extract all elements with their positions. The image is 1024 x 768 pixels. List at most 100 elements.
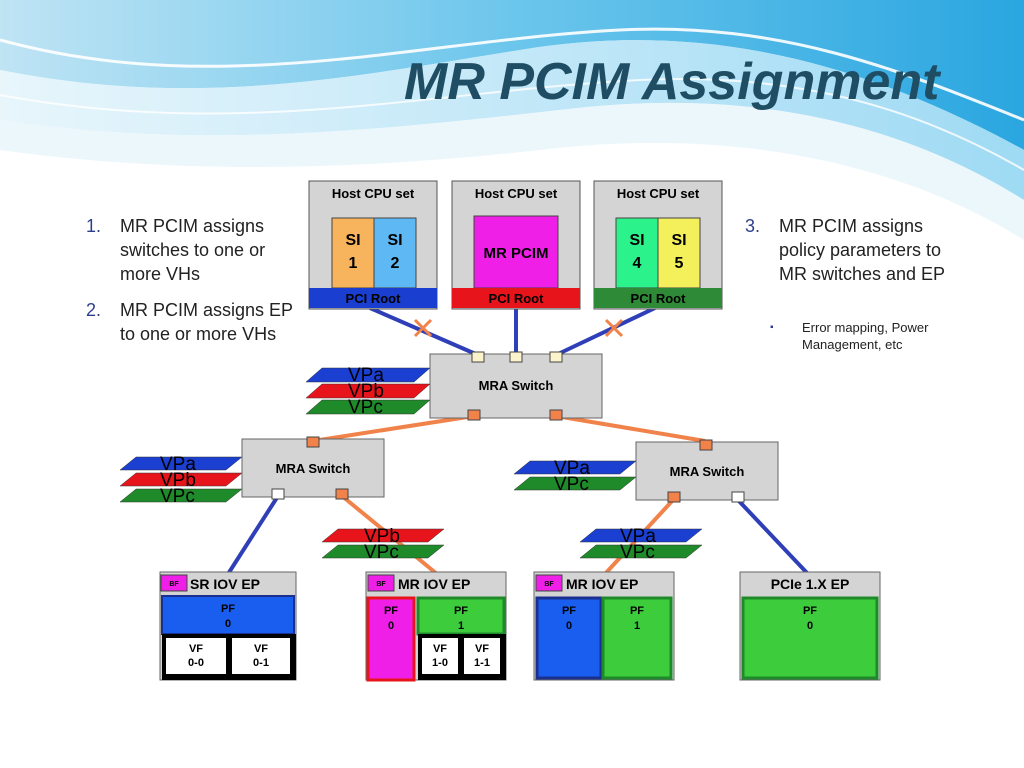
si-box <box>657 217 701 289</box>
sub-bullet-text: Error mapping, Power Management, etc <box>802 320 929 352</box>
svg-text:VPc: VPc <box>554 474 589 495</box>
host-cpu-set-3: Host CPU set SI 4 SI 5 PCI Root <box>593 180 723 310</box>
sub-bullet-item: ▪ Error mapping, Power Management, etc <box>770 319 970 374</box>
svg-text:VPc: VPc <box>364 542 399 563</box>
svg-text:PF: PF <box>803 605 817 617</box>
link-top-right <box>555 414 706 443</box>
svg-text:PF: PF <box>454 605 468 617</box>
vp-stack-ep2: VPb VPc <box>321 526 445 563</box>
svg-text:BF: BF <box>544 581 554 588</box>
svg-text:SI: SI <box>387 232 402 249</box>
svg-text:SI: SI <box>345 232 360 249</box>
svg-text:VF: VF <box>189 643 203 655</box>
svg-text:1: 1 <box>349 255 358 272</box>
host-title: Host CPU set <box>475 186 558 201</box>
svg-text:VF: VF <box>433 643 447 655</box>
svg-text:1-1: 1-1 <box>474 657 490 669</box>
svg-text:0: 0 <box>388 620 394 632</box>
svg-text:0: 0 <box>807 620 813 632</box>
pcim-box <box>473 215 559 289</box>
list-number: 2. <box>86 300 102 320</box>
svg-text:0-1: 0-1 <box>253 657 269 669</box>
blocked-cross-icon <box>604 318 624 338</box>
svg-text:VPc: VPc <box>348 397 383 418</box>
mra-switch-right: MRA Switch <box>635 439 779 503</box>
svg-text:2: 2 <box>391 255 400 272</box>
svg-text:MRA Switch: MRA Switch <box>276 461 351 476</box>
svg-text:MR PCIM: MR PCIM <box>484 245 549 262</box>
bf-badge <box>367 574 395 592</box>
vp-stack-right: VPa VPc <box>513 458 637 495</box>
list-number: 3. <box>745 216 761 236</box>
link-host3 <box>555 306 656 357</box>
svg-text:VF: VF <box>254 643 268 655</box>
svg-text:MR IOV EP: MR IOV EP <box>566 576 638 592</box>
svg-text:SI: SI <box>671 232 686 249</box>
svg-text:0-0: 0-0 <box>188 657 204 669</box>
si-box <box>615 217 659 289</box>
svg-text:PF: PF <box>562 605 576 617</box>
link-right-ep4 <box>736 498 810 576</box>
host-title: Host CPU set <box>617 186 700 201</box>
svg-text:VPb: VPb <box>348 381 384 402</box>
svg-text:1-0: 1-0 <box>432 657 448 669</box>
page-title: MR PCIM Assignment <box>404 53 940 111</box>
host-cpu-set-1: Host CPU set SI 1 SI 2 PCI Root <box>308 180 438 310</box>
mra-switch-top: MRA Switch <box>429 351 603 421</box>
svg-text:BF: BF <box>169 581 179 588</box>
svg-text:VPa: VPa <box>160 454 196 475</box>
list-number: 1. <box>86 216 102 236</box>
svg-text:VF: VF <box>475 643 489 655</box>
svg-text:1: 1 <box>458 620 464 632</box>
bf-badge <box>160 574 188 592</box>
svg-text:MRA Switch: MRA Switch <box>479 378 554 393</box>
mra-switch-left: MRA Switch <box>241 436 385 500</box>
mr-iov-ep-2: BF MR IOV EP PF 0 PF 1 <box>533 571 675 681</box>
svg-text:5: 5 <box>675 255 684 272</box>
si-box <box>373 217 417 289</box>
host-title: Host CPU set <box>332 186 415 201</box>
blocked-cross-icon <box>413 318 433 338</box>
svg-text:PF: PF <box>630 605 644 617</box>
list-item-1: 1. MR PCIM assigns switches to one or mo… <box>86 214 316 284</box>
svg-text:VPa: VPa <box>554 458 590 479</box>
list-text: MR PCIM assigns policy parameters to MR … <box>779 216 946 284</box>
pci-root-label: PCI Root <box>631 291 687 306</box>
link-left-ep1 <box>226 494 280 576</box>
list-item-3: 3. MR PCIM assigns policy parameters to … <box>745 214 975 294</box>
svg-text:1: 1 <box>634 620 640 632</box>
pci-root-bar <box>594 288 722 308</box>
svg-text:VPa: VPa <box>348 365 384 386</box>
svg-text:VPb: VPb <box>160 470 196 491</box>
bullet-icon: ▪ <box>770 322 774 333</box>
mr-iov-ep-1: BF MR IOV EP PF 0 PF 1 VF 1-0 VF 1-1 <box>365 571 507 682</box>
host-cpu-set-2: Host CPU set MR PCIM PCI Root <box>451 180 581 310</box>
svg-text:PF: PF <box>384 605 398 617</box>
sr-iov-ep: BF SR IOV EP PF 0 VF 0-0 VF 0-1 <box>159 571 297 681</box>
svg-text:BF: BF <box>376 581 386 588</box>
pci-root-label: PCI Root <box>346 291 402 306</box>
pci-root-label: PCI Root <box>489 291 545 306</box>
svg-text:MR IOV EP: MR IOV EP <box>398 576 470 592</box>
pci-root-bar <box>309 288 437 308</box>
list-text: MR PCIM assigns EP to one or more VHs <box>120 300 293 344</box>
svg-text:0: 0 <box>566 620 572 632</box>
svg-text:SR IOV EP: SR IOV EP <box>190 576 260 592</box>
svg-text:MRA Switch: MRA Switch <box>670 464 745 479</box>
vp-stack-left: VPa VPb VPc <box>119 454 243 507</box>
pcie-ep: PCIe 1.X EP PF 0 <box>739 571 881 681</box>
vp-stack-top: VPa VPb VPc <box>305 365 431 418</box>
svg-text:PF: PF <box>221 603 235 615</box>
svg-text:PCIe 1.X EP: PCIe 1.X EP <box>771 576 850 592</box>
link-host1 <box>369 306 479 357</box>
vp-stack-ep3: VPa VPc <box>579 526 703 563</box>
pci-root-bar <box>452 288 580 308</box>
list-text: MR PCIM assigns switches to one or more … <box>120 216 266 284</box>
bf-badge <box>535 574 563 592</box>
list-item-2: 2. MR PCIM assigns EP to one or more VHs <box>86 298 316 348</box>
svg-text:VPc: VPc <box>620 542 655 563</box>
link-top-left <box>312 414 475 443</box>
svg-text:VPb: VPb <box>364 526 400 547</box>
